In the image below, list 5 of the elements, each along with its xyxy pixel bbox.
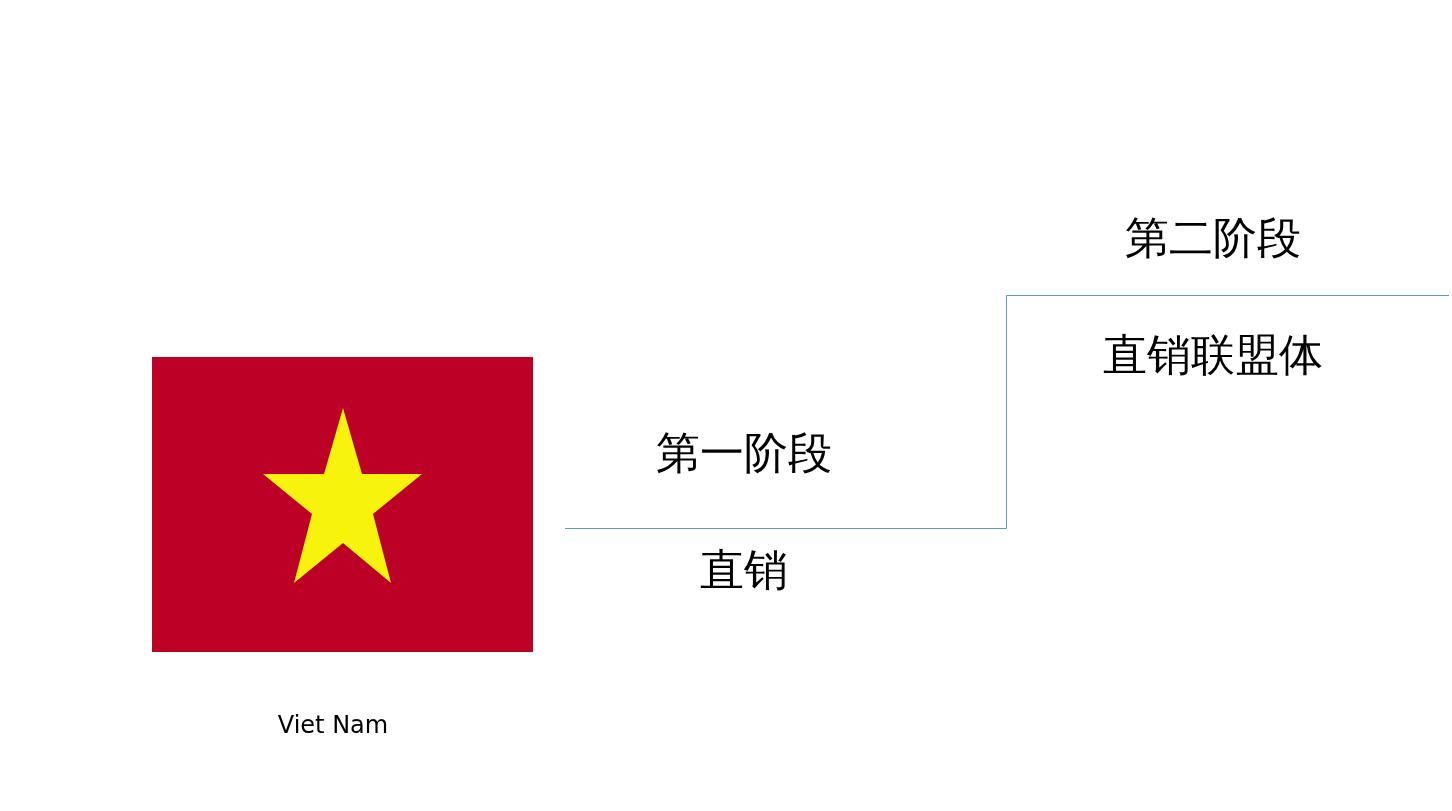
- stage-heading: 第二阶段: [1125, 213, 1301, 263]
- stage-heading: 第一阶段: [656, 428, 832, 478]
- stage-description: 直销: [700, 545, 788, 595]
- stage-description: 直销联盟体: [1103, 330, 1323, 380]
- country-name: Viet Nam: [277, 711, 389, 739]
